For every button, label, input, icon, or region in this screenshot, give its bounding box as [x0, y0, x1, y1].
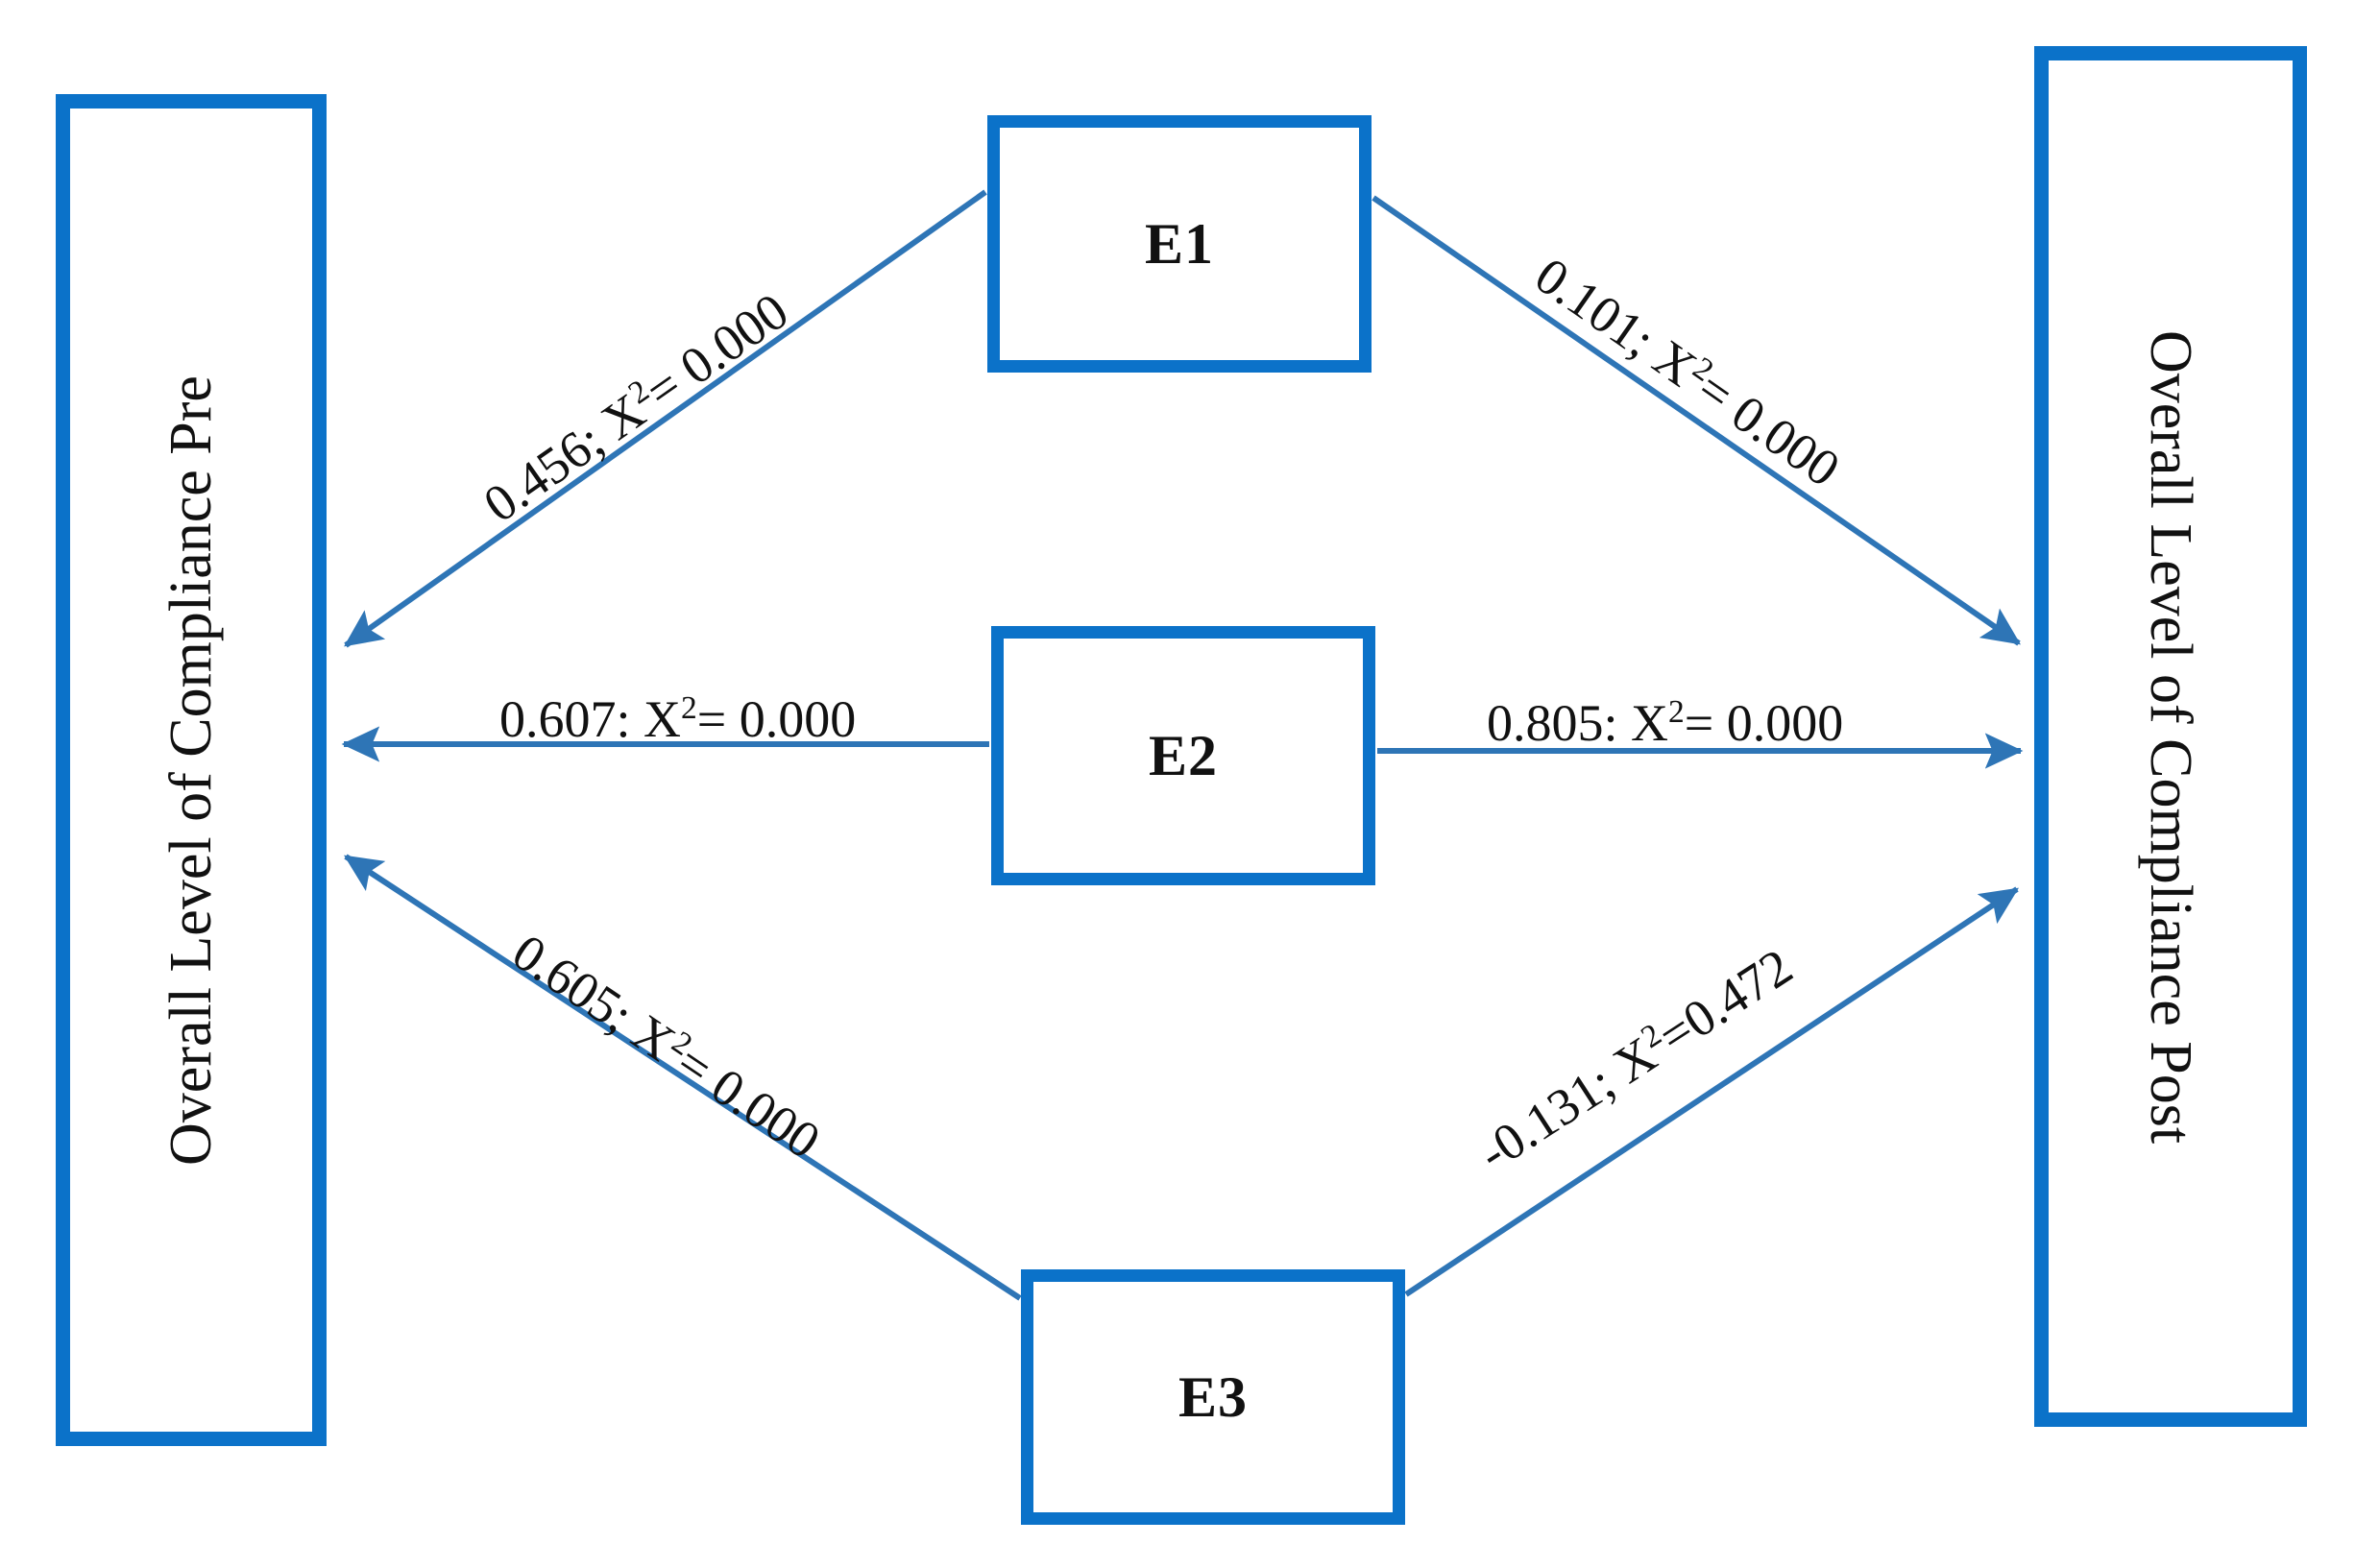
node-label-e2: E2 — [1148, 723, 1219, 787]
edge-line-e1-pre — [344, 189, 987, 648]
edge-label-e2-post-coef: 0.805: X — [1487, 694, 1668, 752]
node-label-pre: Overall Level of Compliance Pre — [158, 374, 224, 1166]
edge-label-e2-pre-chi: = 0.000 — [696, 690, 857, 748]
node-label-e3: E3 — [1178, 1364, 1249, 1429]
node-e1[interactable]: E1 — [987, 115, 1372, 373]
node-e2[interactable]: E2 — [991, 626, 1375, 885]
edge-line-e3-post — [1404, 886, 2019, 1297]
node-e3[interactable]: E3 — [1021, 1269, 1405, 1525]
edge-line-e1-post — [1372, 195, 2021, 646]
edge-label-e2-pre: 0.607: X2= 0.000 — [499, 689, 856, 749]
edge-label-e2-post: 0.805: X2= 0.000 — [1487, 693, 1843, 753]
edge-label-e2-post-chi: = 0.000 — [1684, 694, 1844, 752]
node-label-e1: E1 — [1144, 211, 1215, 276]
node-label-post: Overall Level of Compliance Post — [2138, 329, 2204, 1144]
edge-label-e2-post-exp: 2 — [1668, 694, 1685, 730]
node-overall-level-of-compliance-post[interactable]: Overall Level of Compliance Post — [2034, 46, 2307, 1427]
edge-label-e2-pre-exp: 2 — [681, 690, 697, 726]
edge-line-e3-pre — [343, 854, 1022, 1301]
node-overall-level-of-compliance-pre[interactable]: Overall Level of Compliance Pre — [56, 94, 327, 1446]
edge-label-e2-pre-coef: 0.607: X — [499, 690, 681, 748]
